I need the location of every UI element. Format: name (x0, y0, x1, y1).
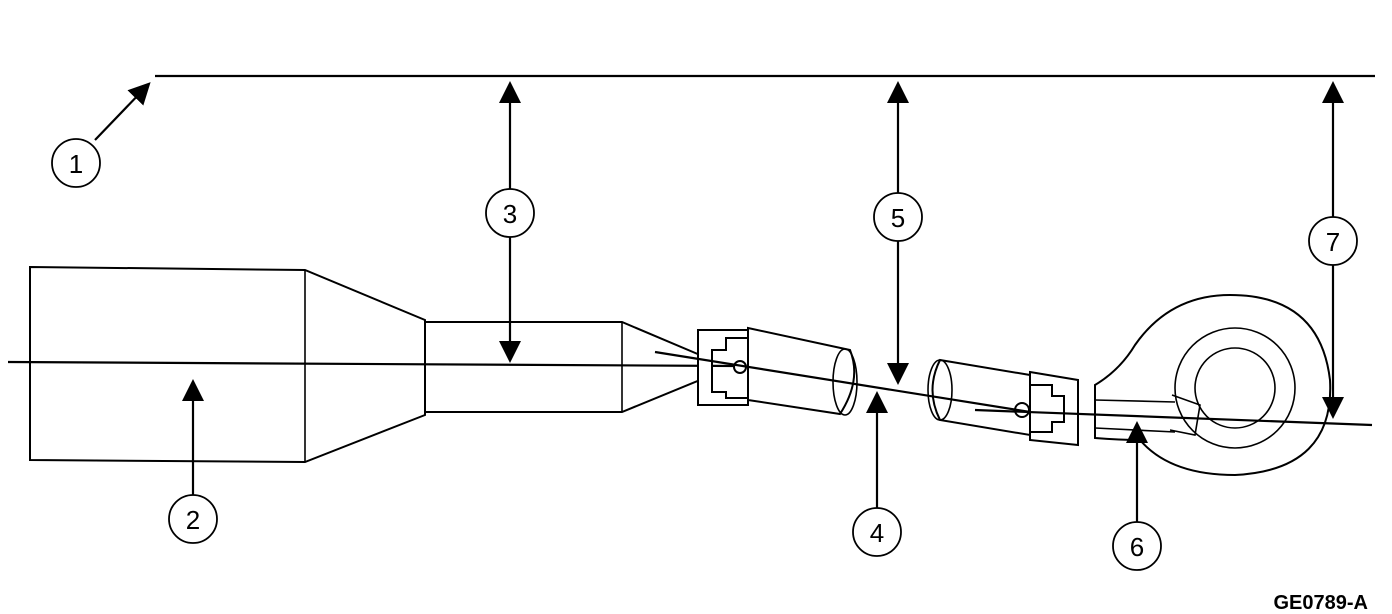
callout-1: 1 (51, 138, 101, 188)
figure-code: GE0789-A (1274, 592, 1369, 614)
callout-4: 4 (852, 507, 902, 557)
callout-6: 6 (1112, 521, 1162, 571)
front-driveshaft (747, 326, 858, 416)
callout-1-label: 1 (69, 149, 83, 179)
callout-2-label: 2 (186, 505, 200, 535)
callout-7-label: 7 (1326, 227, 1340, 257)
front-u-joint (697, 329, 749, 406)
callout-5-label: 5 (891, 203, 905, 233)
callout-2: 2 (168, 494, 218, 544)
transmission-extension (424, 321, 701, 413)
callout-7: 7 (1308, 216, 1358, 266)
driveshaft-centerline (654, 350, 1031, 414)
rear-axle-housing (1094, 293, 1332, 477)
callout-3-label: 3 (503, 199, 517, 229)
callout-4-label: 4 (870, 518, 884, 548)
callout-5: 5 (873, 192, 923, 242)
arrow-1 (94, 82, 151, 141)
axle-centerline (974, 408, 1373, 427)
rear-driveshaft (927, 358, 1031, 437)
engine-centerline (7, 360, 736, 368)
callout-6-label: 6 (1130, 532, 1144, 562)
callout-3: 3 (485, 188, 535, 238)
